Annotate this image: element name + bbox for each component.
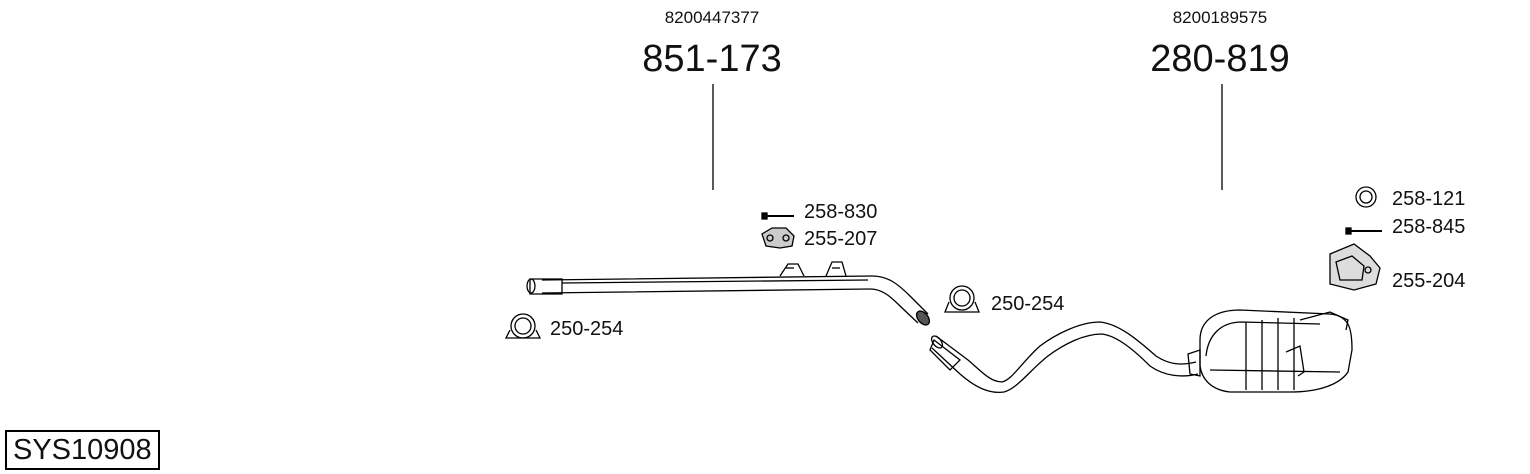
ring-rear-label[interactable]: 258-121 xyxy=(1392,188,1466,210)
rubber-rear-label[interactable]: 255-204 xyxy=(1392,270,1466,292)
front-pipe-part-number[interactable]: 851-173 xyxy=(642,38,782,80)
bolt-front-label[interactable]: 258-830 xyxy=(804,201,878,223)
bolt-front-icon xyxy=(761,212,794,220)
ring-rear-icon xyxy=(1355,186,1377,208)
rear-silencer-part-number[interactable]: 280-819 xyxy=(1150,38,1290,80)
rubber-rear-icon xyxy=(1329,243,1381,291)
rubber-front-label[interactable]: 255-207 xyxy=(804,228,878,250)
front-pipe-drawing xyxy=(526,261,931,326)
system-code-box: SYS10908 xyxy=(5,430,160,470)
rear-silencer-oe-number: 8200189575 xyxy=(1172,8,1268,27)
clamp-middle-icon xyxy=(944,285,980,313)
bolt-rear-icon xyxy=(1345,227,1382,235)
bolt-rear-label[interactable]: 258-845 xyxy=(1392,216,1466,238)
clamp-left-label[interactable]: 250-254 xyxy=(550,318,624,340)
rear-silencer-drawing xyxy=(929,309,1353,394)
rubber-front-icon xyxy=(761,227,795,249)
clamp-middle-label[interactable]: 250-254 xyxy=(991,293,1065,315)
front-pipe-oe-number: 8200447377 xyxy=(664,8,760,27)
clamp-left-icon xyxy=(504,313,542,339)
